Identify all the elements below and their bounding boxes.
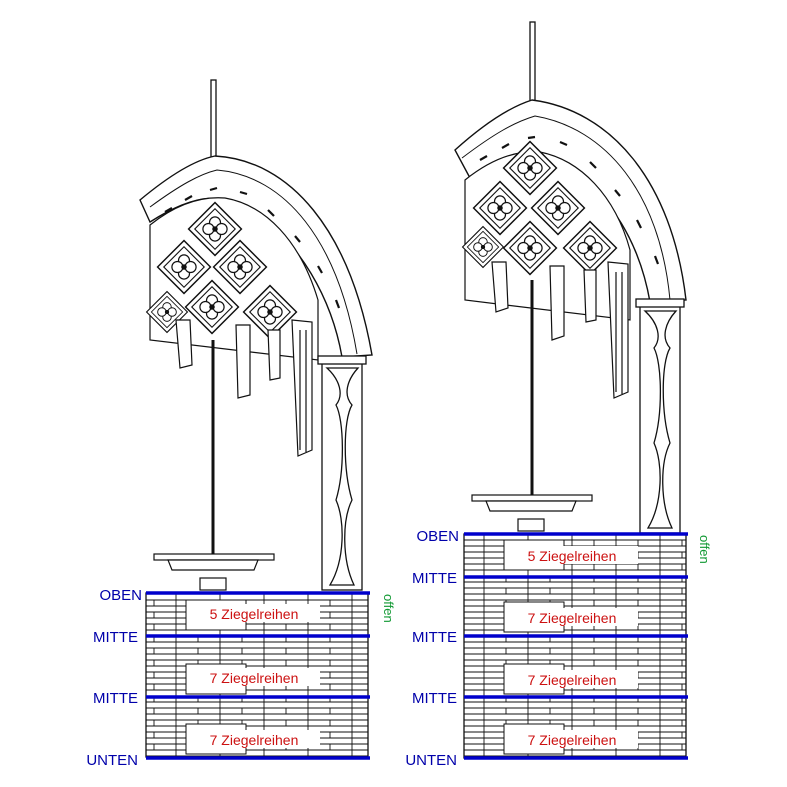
right-chimney-drawing: OBEN MITTE MITTE MITTE UNTEN 5 Ziegelrei… — [405, 21, 712, 769]
right-pendants — [491, 261, 629, 399]
left-pillar — [317, 355, 367, 591]
left-cap-plate — [153, 553, 275, 561]
left-label-mid2: MITTE — [93, 690, 138, 707]
right-label-mid2: MITTE — [412, 629, 457, 646]
left-label-top: OBEN — [99, 587, 142, 604]
left-course-label: 7 Ziegelreihen — [210, 670, 299, 686]
right-course-label: 5 Ziegelreihen — [528, 548, 617, 564]
right-label-mid1: MITTE — [412, 570, 457, 587]
left-level-lines — [146, 591, 370, 760]
left-chimney-drawing: OBEN MITTE MITTE UNTEN 5 Ziegelreihen 7 … — [86, 79, 396, 769]
left-pendants — [175, 319, 313, 457]
right-label-bottom: UNTEN — [405, 752, 457, 769]
right-cap-plate — [471, 494, 593, 502]
left-course-label: 7 Ziegelreihen — [210, 732, 299, 748]
left-open-label: offen — [381, 594, 396, 623]
left-label-bottom: UNTEN — [86, 752, 138, 769]
right-level-lines — [464, 532, 688, 760]
right-course-label: 7 Ziegelreihen — [528, 672, 617, 688]
left-course-label: 5 Ziegelreihen — [210, 606, 299, 622]
right-open-label: offen — [697, 535, 712, 564]
right-brick-body — [463, 533, 687, 759]
right-pole — [529, 21, 536, 103]
right-pillar — [635, 298, 685, 534]
left-pole — [210, 79, 217, 161]
right-label-top: OBEN — [416, 528, 459, 545]
right-label-mid3: MITTE — [412, 690, 457, 707]
left-label-mid1: MITTE — [93, 629, 138, 646]
right-course-label: 7 Ziegelreihen — [528, 732, 617, 748]
right-course-label: 7 Ziegelreihen — [528, 610, 617, 626]
